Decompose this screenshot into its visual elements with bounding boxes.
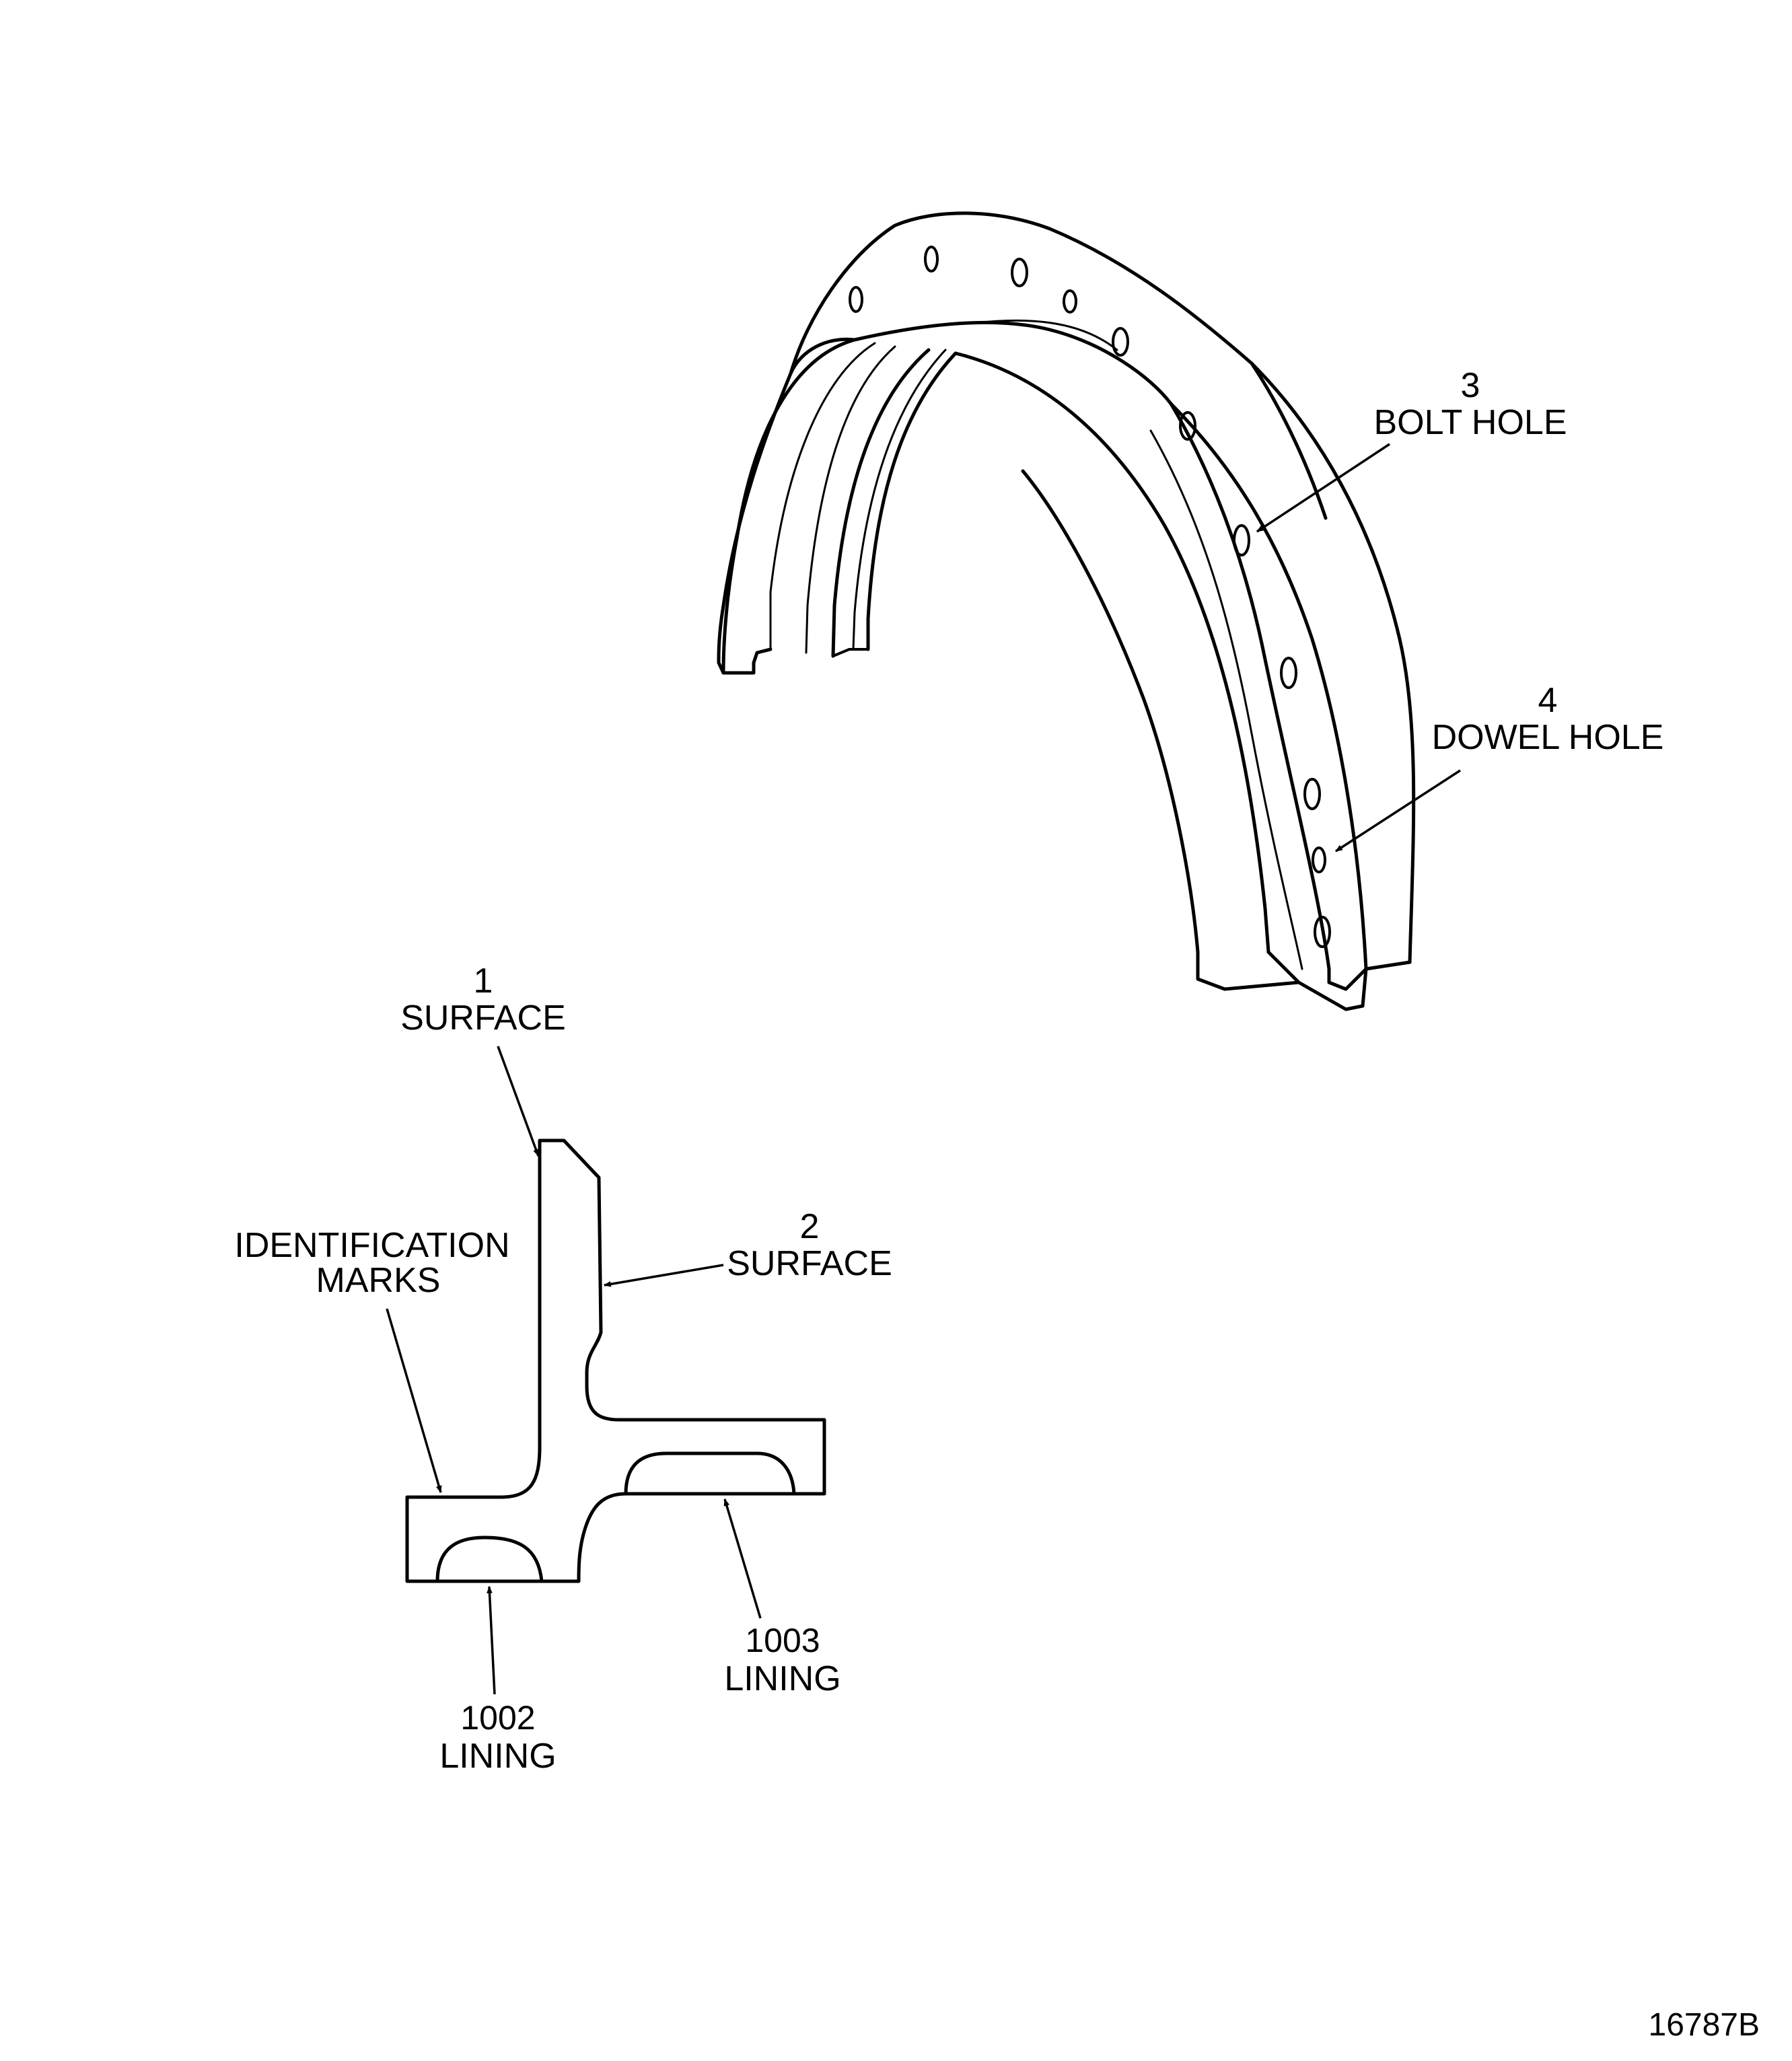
leader-arrow (603, 1264, 724, 1287)
callout-label: SURFACE (400, 999, 566, 1038)
leader-arrow (497, 1046, 540, 1157)
leader-arrow (1256, 443, 1390, 533)
callout-lining-1002: 1002 LINING (439, 1585, 557, 1776)
cross-section-illustration (405, 1138, 826, 1583)
figure-number: 16787B (1649, 2007, 1760, 2043)
callout-surface-1: 1 SURFACE (400, 962, 566, 1157)
arc-segment-illustration (717, 211, 1416, 1011)
callout-number: 3 (1461, 366, 1480, 405)
callout-dowel-hole: 4 DOWEL HOLE (1335, 681, 1664, 853)
bolt-holes (849, 246, 1331, 948)
callout-number: 1002 (460, 1699, 535, 1737)
leader-arrow (386, 1308, 442, 1494)
callout-label: SURFACE (727, 1244, 892, 1283)
leader-arrow (1335, 769, 1461, 853)
callout-lining-1003: 1003 LINING (723, 1498, 841, 1698)
callout-identification-marks: IDENTIFICATION MARKS (234, 1226, 510, 1494)
callout-label: BOLT HOLE (1373, 403, 1567, 442)
callout-label: LINING (724, 1659, 840, 1698)
callout-bolt-hole: 3 BOLT HOLE (1256, 366, 1567, 533)
leader-arrow (487, 1585, 496, 1695)
callout-label-line1: IDENTIFICATION (234, 1226, 509, 1265)
leader-arrow (723, 1498, 762, 1619)
callout-number: 1 (474, 962, 493, 1001)
callout-label-line2: MARKS (316, 1261, 441, 1300)
callout-number: 4 (1538, 681, 1558, 720)
callout-label: DOWEL HOLE (1432, 718, 1664, 757)
callout-surface-2: 2 SURFACE (603, 1207, 892, 1287)
callout-number: 1003 (745, 1622, 820, 1659)
callout-label: LINING (439, 1737, 556, 1776)
callout-number: 2 (800, 1207, 820, 1246)
